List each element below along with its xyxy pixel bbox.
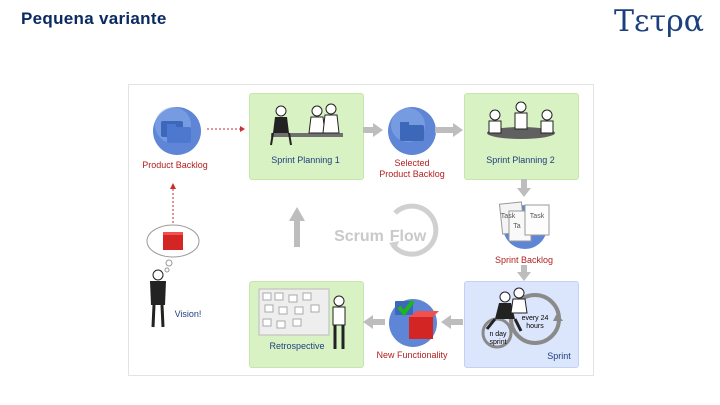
arrow-up-to-planning xyxy=(289,207,305,247)
selected-backlog-folder-icon xyxy=(388,107,436,155)
task-card-3: Task xyxy=(529,213,545,220)
retrospective-label: Retrospective xyxy=(269,341,325,351)
new-functionality-label: New Functionality xyxy=(376,350,448,360)
retrospective-board-icon xyxy=(258,288,346,349)
planning-meeting-2-icon xyxy=(487,101,555,139)
cycle-nday-label-1: n day xyxy=(489,331,507,338)
sprint-planning-1-label: Sprint Planning 1 xyxy=(271,155,340,165)
arrow-to-sprint-backlog xyxy=(517,179,531,197)
vision-label: Vision! xyxy=(174,309,202,319)
cycle-every-label-2: hours xyxy=(526,323,544,330)
task-card-1: Task xyxy=(500,213,516,220)
tetra-logo: Τετρα xyxy=(613,4,704,39)
selected-backlog-label-2: Product Backlog xyxy=(379,169,445,179)
scrum-text: Scrum xyxy=(334,228,384,245)
arrow-to-sprint xyxy=(517,265,531,281)
planning-meeting-1-icon xyxy=(270,103,343,146)
arrow-to-new-functionality xyxy=(441,315,463,329)
dotted-arrow-to-planning xyxy=(207,126,245,132)
sprint-backlog-label: Sprint Backlog xyxy=(494,255,554,265)
cycle-every-label-1: every 24 xyxy=(521,315,549,322)
arrow-to-planning-2 xyxy=(435,123,463,137)
sprint-planning-2-label: Sprint Planning 2 xyxy=(486,155,555,165)
product-backlog-folder-icon xyxy=(153,107,201,155)
sprint-backlog-cards-icon xyxy=(498,201,550,249)
task-card-2: Ta xyxy=(513,223,521,230)
product-backlog-label: Product Backlog xyxy=(142,160,208,170)
sprint-cycle-icon xyxy=(481,287,563,349)
selected-backlog-label-1: Selected xyxy=(394,158,430,168)
arrow-to-retrospective xyxy=(363,315,385,329)
arrow-to-selected-backlog xyxy=(363,123,383,137)
scrum-flow-circle-icon xyxy=(389,203,439,257)
dotted-arrow-vision-to-backlog xyxy=(170,183,176,223)
sprint-label: Sprint xyxy=(547,351,571,361)
slide-title: Pequena variante xyxy=(21,9,167,28)
cycle-nday-label-2: sprint xyxy=(489,339,507,346)
new-functionality-icon xyxy=(389,299,439,347)
flow-text: Flow xyxy=(389,228,427,245)
vision-person-icon xyxy=(150,269,166,328)
scrum-flow-diagram: Product Backlog Sprint Planning 1 Select… xyxy=(128,84,594,376)
vision-thought-bubble-icon xyxy=(146,224,200,273)
